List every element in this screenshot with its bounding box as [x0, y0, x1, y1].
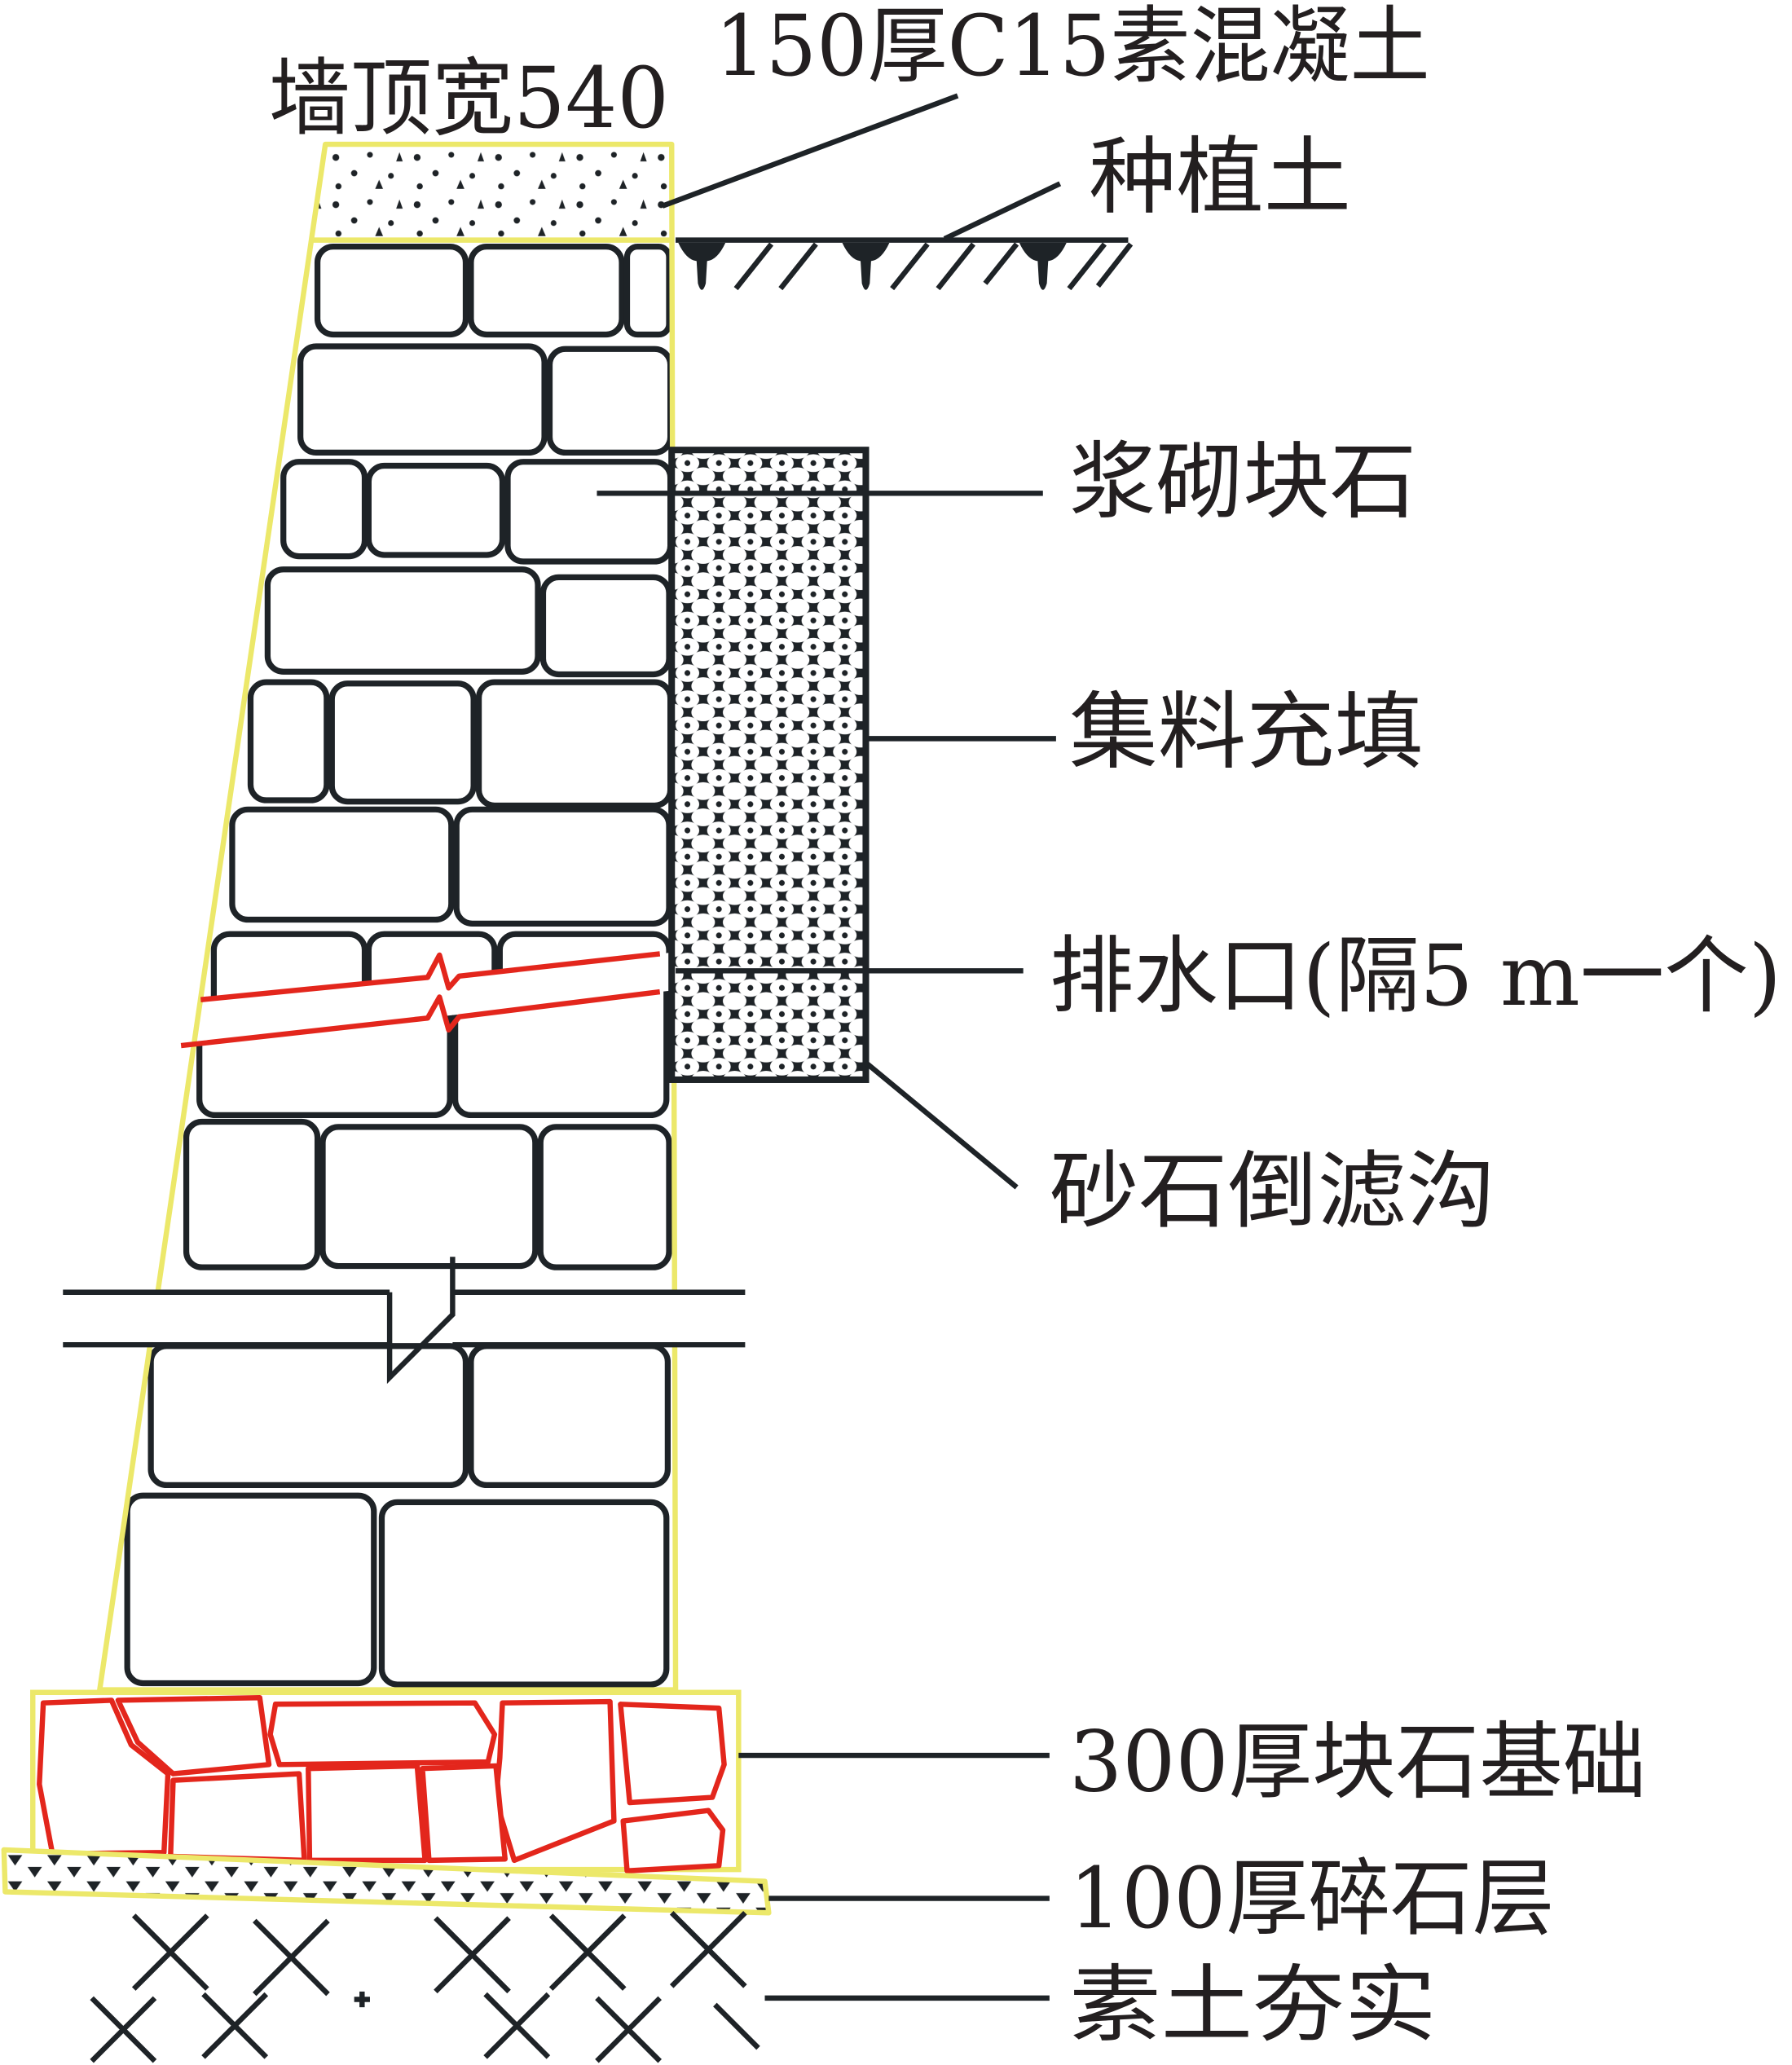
drain-pipe-top-line	[200, 951, 661, 1002]
grass-icon	[678, 242, 726, 290]
foundation-stone	[115, 1695, 272, 1777]
leader-line-planting-soil	[943, 181, 1062, 241]
foundation-stone	[267, 1700, 498, 1768]
foundation-stone	[306, 1763, 428, 1864]
grass-icon	[842, 242, 890, 290]
label-wall-top-width: 墙顶宽540	[269, 50, 669, 148]
foundation-stone	[420, 1763, 508, 1864]
foundation-stone	[618, 1702, 727, 1806]
masonry-stone	[314, 244, 469, 338]
foundation-stone	[620, 1807, 726, 1873]
masonry-stone	[247, 679, 330, 804]
masonry-stone	[319, 1124, 539, 1270]
masonry-stone	[378, 1499, 670, 1688]
masonry-stone	[229, 806, 455, 923]
label-crushed-stone-layer: 100厚碎石层	[1069, 1850, 1555, 1948]
masonry-stone	[504, 459, 674, 565]
foundation-stone	[493, 1698, 617, 1864]
foundation-stones	[37, 1695, 727, 1873]
foundation-stone	[37, 1697, 171, 1857]
label-rubble-foundation: 300厚块石基础	[1069, 1714, 1646, 1812]
masonry-stone	[147, 1343, 469, 1489]
masonry-stone	[475, 679, 674, 809]
drain-pipe-bottom-line	[180, 988, 661, 1049]
break-line	[63, 1257, 746, 1385]
crushed-stone-layer	[1, 1847, 772, 1916]
masonry-stone	[468, 1343, 671, 1489]
label-sand-gravel-filter: 砂石倒滤沟	[1050, 1143, 1495, 1240]
masonry-stone	[453, 806, 672, 927]
masonry-stone	[537, 1124, 672, 1270]
masonry-stone	[264, 566, 541, 675]
foundation-stone	[168, 1771, 307, 1864]
label-compacted-soil: 素土夯实	[1069, 1956, 1437, 2054]
masonry-stone	[365, 462, 506, 558]
masonry-stone	[297, 343, 548, 456]
compacted-soil-hatch	[90, 1910, 760, 2063]
label-mortar-rubble: 浆砌块石	[1069, 433, 1417, 531]
masonry-stone	[546, 346, 674, 456]
leader-line-concrete-cap	[661, 93, 959, 209]
masonry-stone	[539, 574, 672, 678]
leader-line-filter-drain	[864, 1060, 1019, 1190]
label-planting-soil: 种植土	[1089, 129, 1351, 227]
concrete-cap	[312, 144, 672, 240]
masonry-stone	[623, 244, 672, 338]
masonry-stone	[328, 680, 477, 805]
label-concrete-cap: 150厚C15素混凝土	[715, 0, 1429, 95]
label-aggregate-fill: 集料充填	[1069, 684, 1424, 782]
masonry-stone	[280, 459, 368, 560]
label-drain-outlet: 排水口(隔5 m一个)	[1050, 927, 1781, 1025]
masonry-stone	[124, 1492, 377, 1687]
grass-icon	[1019, 242, 1067, 290]
masonry-stone	[468, 244, 625, 338]
break-gap	[57, 1294, 754, 1342]
masonry-stone	[183, 1118, 321, 1270]
ground-hatch	[733, 242, 1134, 291]
aggregate-filter-drain	[668, 447, 870, 1083]
